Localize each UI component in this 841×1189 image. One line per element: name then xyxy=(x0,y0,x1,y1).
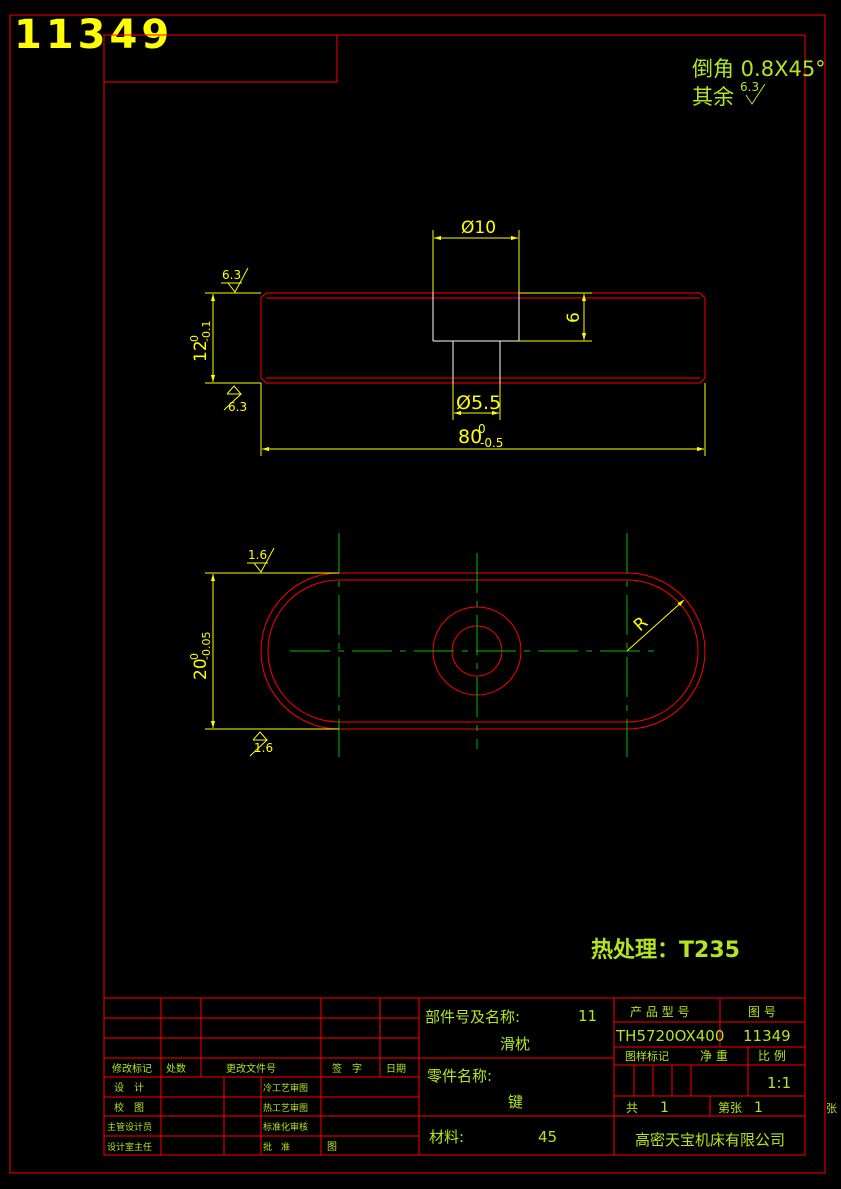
roughness-symbol-top-upper xyxy=(253,547,275,573)
dim-ø10-text: Ø10 xyxy=(461,218,496,238)
tb-assembly-name: 滑枕 xyxy=(500,1035,530,1053)
roughness-top-lower-text: 1.6 xyxy=(254,741,273,755)
tb-assembly-label: 部件号及名称: xyxy=(425,1008,520,1026)
dim-width-text: 20 xyxy=(191,658,211,680)
tb-part-label: 零件名称: xyxy=(427,1067,492,1085)
tb-approve: 批 准 xyxy=(263,1141,290,1153)
general-notes: 倒角 0.8X45° 其余 6.3 xyxy=(692,57,826,109)
tb-sample-mark: 图样标记 xyxy=(625,1049,669,1063)
dim-depth-text: 6 xyxy=(564,312,584,323)
tb-change-doc: 更改文件号 xyxy=(226,1062,276,1075)
tb-signature: 签 字 xyxy=(332,1062,362,1075)
tb-diagram: 图 xyxy=(327,1141,337,1153)
roughness-front-top-text: 6.3 xyxy=(222,268,241,282)
tb-standard-review: 标准化审核 xyxy=(263,1121,308,1133)
tb-process-review: 冷工艺审图 xyxy=(263,1082,308,1094)
tb-date: 日期 xyxy=(386,1063,406,1075)
tb-check: 校 图 xyxy=(114,1101,144,1114)
tb-scale-label: 比 例 xyxy=(758,1049,786,1063)
tb-product-model-label: 产 品 型 号 xyxy=(630,1005,689,1019)
roughness-symbol-general xyxy=(745,83,766,105)
dim-height-text: 12 xyxy=(191,340,211,362)
tb-drawing-no: 11349 xyxy=(743,1027,791,1045)
roughness-front-bottom-text: 6.3 xyxy=(228,400,247,414)
tb-drawing-no-label: 图 号 xyxy=(748,1005,776,1019)
dim-length-lower: -0.5 xyxy=(480,436,503,450)
tb-sheet-label: 第张 xyxy=(718,1101,742,1115)
dim-ø5-text: Ø5.5 xyxy=(456,392,501,414)
tb-part-name: 键 xyxy=(508,1093,523,1111)
roughness-top-upper-text: 1.6 xyxy=(248,548,267,562)
front-view: Ø10 6 Ø5.5 80 0 -0.5 12 0 -0.1 6.3 xyxy=(188,218,706,456)
chamfer-note: 倒角 0.8X45° xyxy=(692,57,826,81)
dim-height-upper: 0 xyxy=(188,335,201,342)
radius-dim-line xyxy=(626,599,685,652)
tb-total-label: 共 xyxy=(626,1101,638,1115)
tb-company: 高密天宝机床有限公司 xyxy=(635,1131,785,1149)
tb-material: 45 xyxy=(538,1128,557,1146)
tb-design: 设 计 xyxy=(114,1081,144,1094)
tb-total: 1 xyxy=(660,1100,669,1116)
heat-treatment-note: 热处理：T235 xyxy=(591,937,740,963)
dim-width-lower: -0.05 xyxy=(200,632,213,660)
outer-border xyxy=(9,14,826,1174)
dim-length-text: 80 xyxy=(458,426,482,448)
tb-net-weight: 净 重 xyxy=(700,1049,728,1063)
dim-width-upper: 0 xyxy=(188,653,201,660)
remaining-note: 其余 xyxy=(692,85,734,109)
tb-material-label: 材料: xyxy=(429,1128,464,1146)
top-view: R 20 0 -0.05 1.6 1.6 xyxy=(188,533,706,757)
tb-dept-head: 设计室主任 xyxy=(107,1141,152,1153)
tb-sheet: 1 xyxy=(754,1100,763,1116)
tb-scale: 1:1 xyxy=(767,1074,791,1092)
radius-text: R xyxy=(630,613,652,636)
roughness-leader-front-bottom xyxy=(223,393,242,411)
tb-supervisor: 主管设计员 xyxy=(107,1121,152,1133)
tb-sheet-suffix: 张 xyxy=(826,1102,837,1115)
inner-border xyxy=(103,34,806,1156)
dim-height-lower: -0.1 xyxy=(200,321,213,342)
title-block-text: 修改标记 处数 更改文件号 签 字 日期 设 计 校 图 主管设计员 设计室主任… xyxy=(107,1005,837,1153)
roughness-symbol-front-top xyxy=(227,267,249,293)
roughness-symbol-front-bottom xyxy=(226,385,243,395)
dim-length-upper: 0 xyxy=(478,422,486,436)
tb-count: 处数 xyxy=(166,1062,186,1075)
tb-change-mark: 修改标记 xyxy=(112,1062,152,1075)
title-block xyxy=(104,997,806,1155)
remaining-roughness: 6.3 xyxy=(740,80,759,94)
tb-product-model: TH5720OX400 xyxy=(615,1027,724,1045)
front-body-outline xyxy=(260,292,706,384)
tb-assembly-no: 11 xyxy=(578,1007,597,1025)
roughness-leader-top-lower xyxy=(249,739,268,757)
roughness-symbol-top-lower xyxy=(252,731,269,741)
corner-box xyxy=(104,35,338,83)
tb-heat-review: 热工艺审图 xyxy=(263,1102,308,1114)
